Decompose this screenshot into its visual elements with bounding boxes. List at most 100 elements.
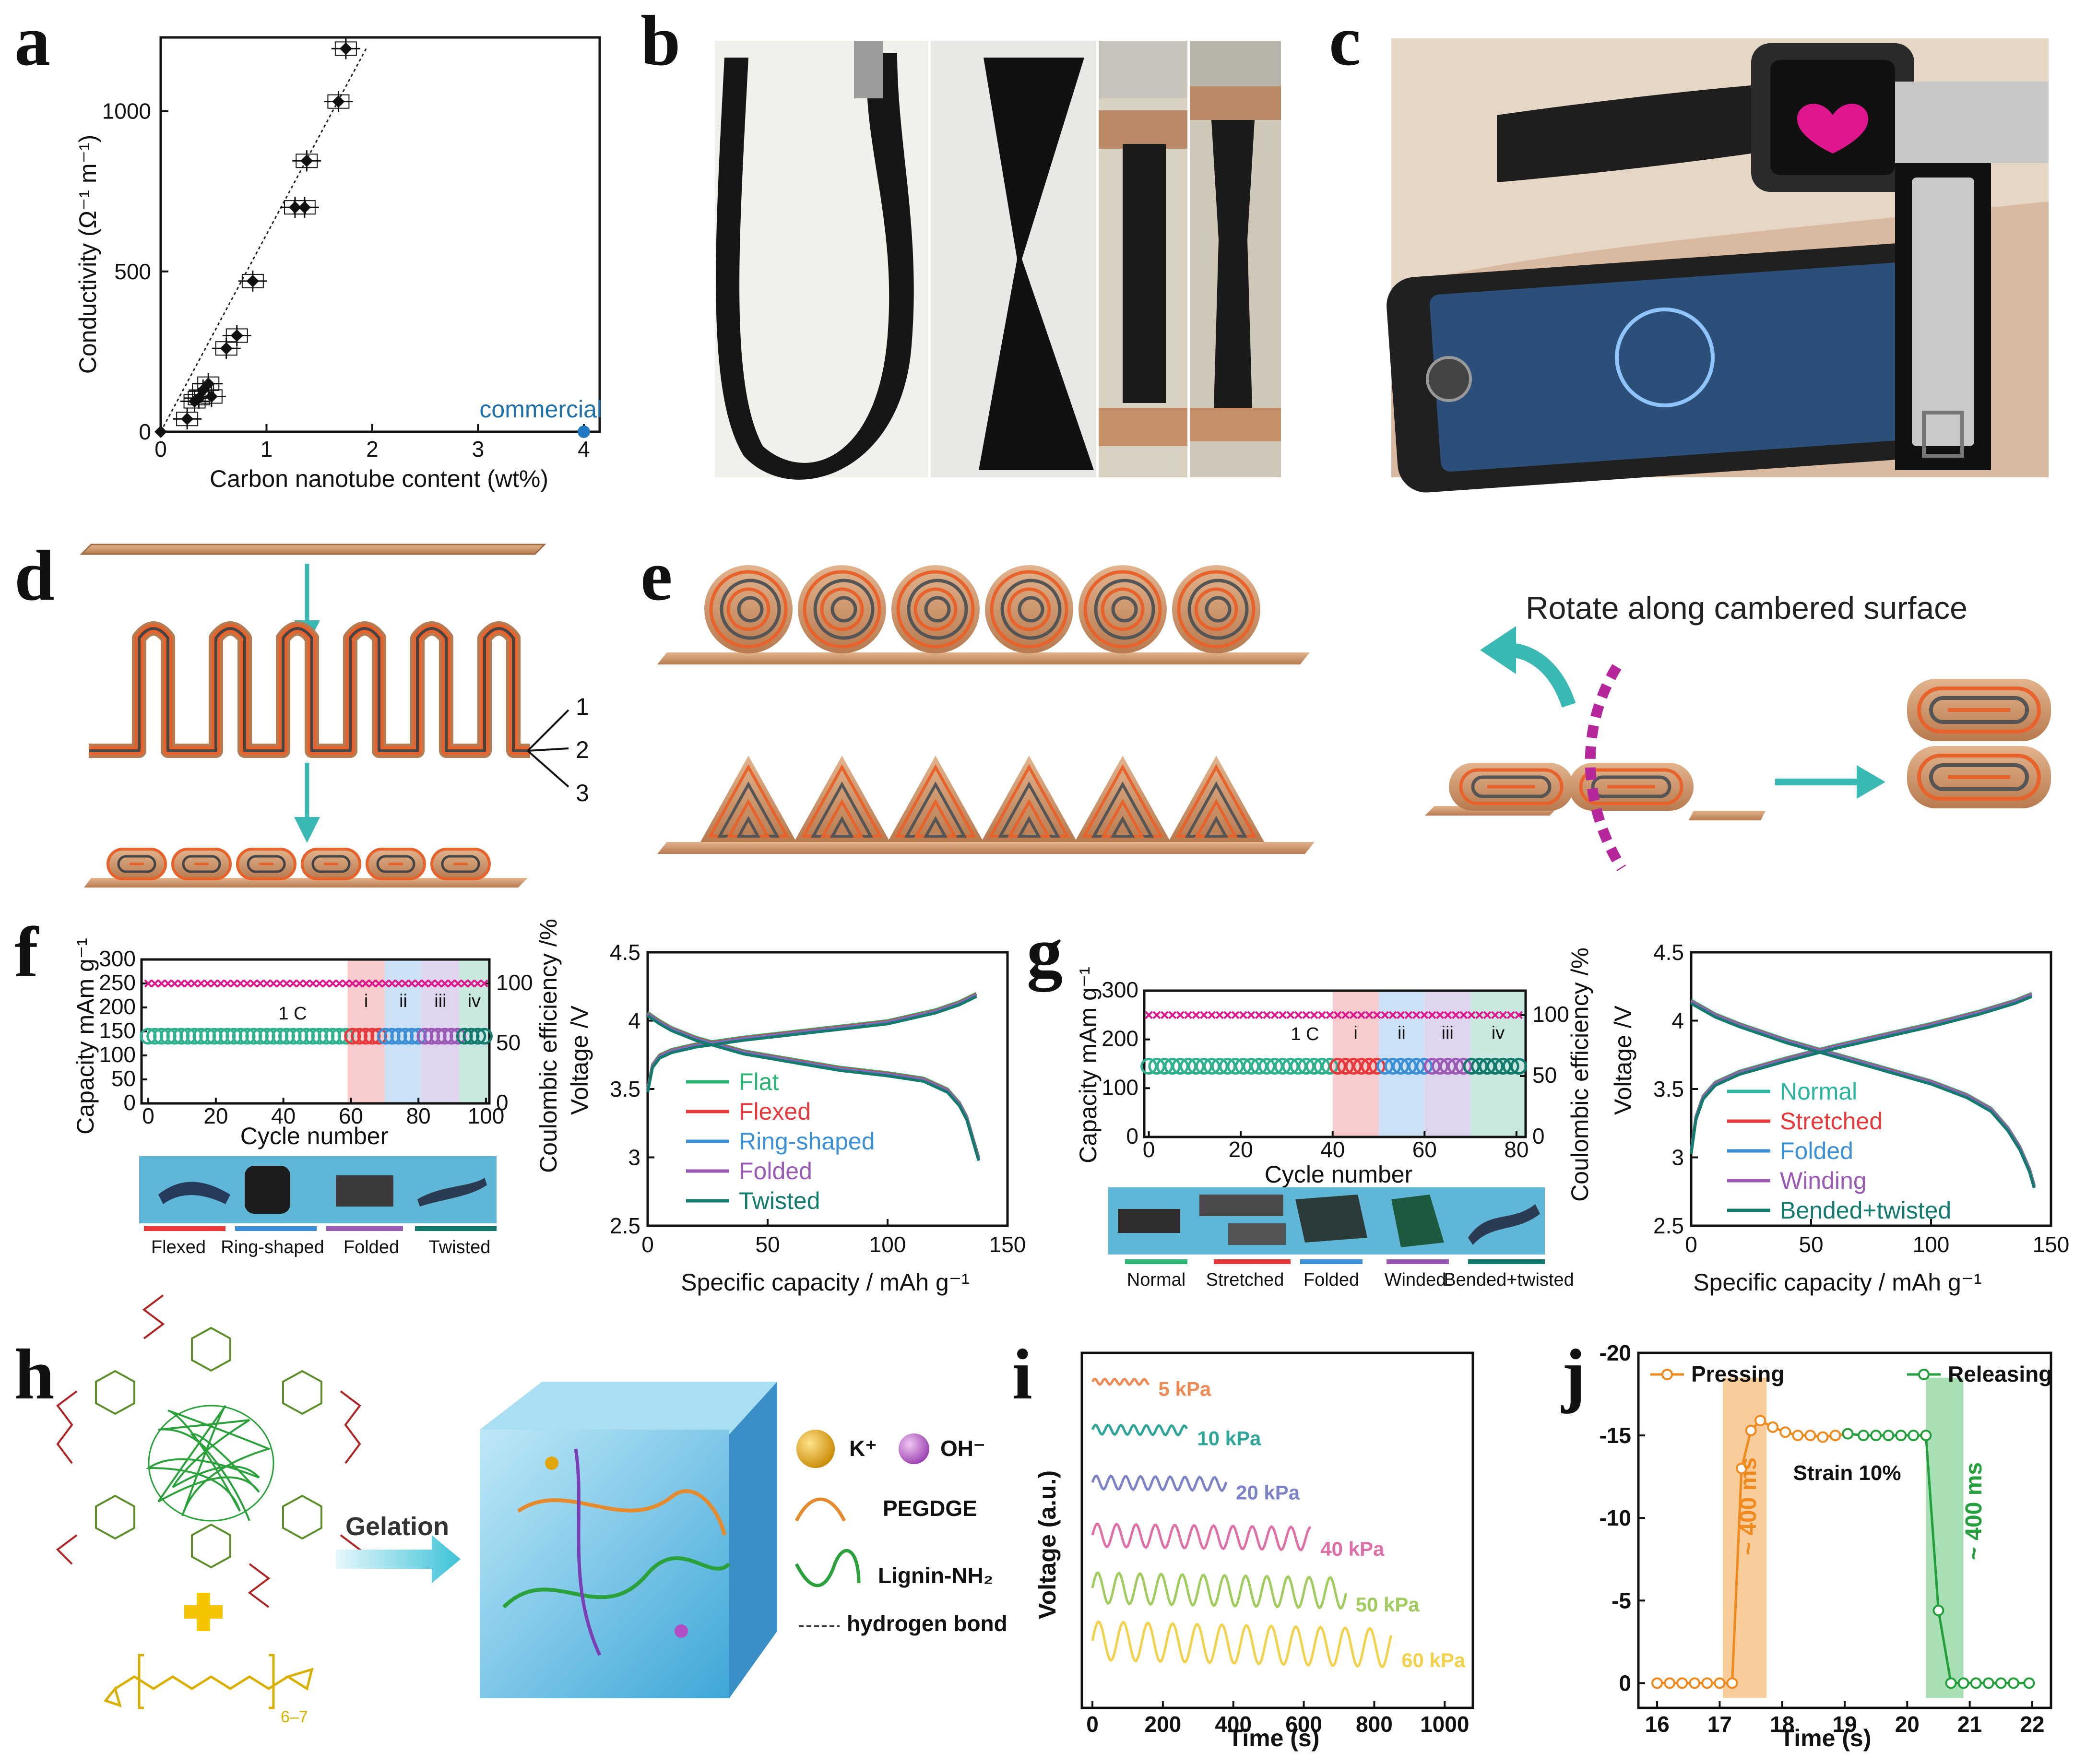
chart-a-errorbox	[197, 376, 220, 391]
chart-j-legend-label: Pressing	[1691, 1361, 1784, 1386]
chart-f1-capacity-point	[232, 1028, 249, 1045]
d-flat-spiral-inner	[376, 855, 415, 873]
chart-g1-capacity-point	[1148, 1058, 1165, 1075]
chart-i-trace	[1091, 1522, 1311, 1552]
chart-j-point	[1804, 1430, 1816, 1442]
chart-g1-efficiency-point	[1223, 1011, 1232, 1019]
chart-g2-legend-label: Stretched	[1780, 1108, 1883, 1135]
f-label-twisted: Twisted	[429, 1237, 491, 1257]
chart-f1-efficiency-point	[434, 979, 442, 988]
chart-f1-capacity-point	[443, 1028, 460, 1045]
chart-g1-capacity-point	[1463, 1058, 1480, 1075]
chart-j-point	[1945, 1677, 1957, 1689]
chart-f2-ytick-label: 3	[628, 1145, 640, 1170]
chart-g1-capacity-point	[1227, 1058, 1244, 1075]
chart-f1-capacity-point	[357, 1028, 374, 1045]
e-round-roll-ring	[813, 579, 875, 640]
chart-f1-ytick-label: 150	[99, 1018, 136, 1043]
chart-f1-ytick-label: 50	[111, 1066, 136, 1091]
gelation-label: Gelation	[345, 1512, 449, 1541]
chart-f1-capacity-point	[140, 1028, 157, 1045]
e-tri-ring	[830, 816, 854, 838]
chart-g1-efficiency-point	[1467, 1011, 1476, 1019]
chart-f1-capacity-point	[456, 1028, 473, 1045]
chart-f1-efficiency-point	[197, 979, 205, 988]
e-round-roll-ring	[720, 579, 781, 640]
chart-f1-efficiency-point	[361, 979, 370, 988]
chart-f1-capacity-point	[284, 1028, 302, 1045]
e-round-roll-ring	[830, 596, 857, 623]
chart-a-errorbox	[327, 94, 350, 109]
layer-label-3: 3	[576, 780, 589, 806]
chart-f1-efficiency-point	[480, 979, 488, 988]
chart-g1-capacity-point	[1195, 1058, 1212, 1075]
chart-j-point	[1779, 1426, 1791, 1438]
chart-f1-efficiency-point	[210, 979, 218, 988]
chart-g1-efficiency-point	[1145, 1011, 1153, 1019]
hydrogel-cube	[480, 1382, 777, 1698]
chart-f2-charge-curve	[646, 995, 977, 1093]
chart-g1-capacity-point	[1329, 1058, 1346, 1075]
chart-f1-efficiency-point	[177, 979, 186, 988]
panel-label-i: i	[1012, 1335, 1032, 1414]
chart-f1-capacity-point	[410, 1028, 427, 1045]
chart-g1-capacity-point	[1321, 1058, 1339, 1075]
chart-g2-xtick-label: 150	[2033, 1232, 2070, 1257]
chart-g1-capacity-point	[1234, 1058, 1252, 1075]
chart-g1-capacity-point	[1258, 1058, 1276, 1075]
chart-f1-efficiency-point	[276, 979, 284, 988]
chart-i-xlabel: Time (s)	[1228, 1725, 1320, 1752]
chart-i-xtick-label: 400	[1215, 1712, 1252, 1737]
h-legend-k: K⁺	[849, 1436, 877, 1461]
h-legend-pegdge: PEGDGE	[883, 1496, 977, 1521]
chart-f2-legend-label: Flat	[739, 1068, 779, 1095]
chart-a-errorbox	[225, 328, 248, 343]
g-label-normal: Normal	[1127, 1270, 1185, 1290]
chart-f1-segment-label: ii	[399, 991, 407, 1011]
chart-f2-xtick-label: 100	[869, 1232, 906, 1257]
chart-f-rate-label: 1 C	[278, 1004, 307, 1024]
chart-f1-efficiency-point	[335, 979, 344, 988]
chart-g1-capacity-point	[1187, 1058, 1205, 1075]
chart-a-point	[300, 154, 313, 167]
chart-f1-efficiency-point	[368, 979, 377, 988]
chart-f1-efficiency-point	[394, 979, 403, 988]
chart-a-errorbox	[241, 273, 264, 288]
chart-g1-ytick-label: 300	[1102, 977, 1138, 1002]
chart-j-point	[1651, 1677, 1663, 1689]
chart-j-point	[1970, 1677, 1982, 1689]
chart-a-point	[154, 426, 167, 438]
chart-j-annotation-press: ~ 400 ms	[1736, 1457, 1761, 1555]
chart-j-point	[1676, 1677, 1688, 1689]
e-round-roll-ring	[924, 596, 951, 623]
chart-j-point	[1829, 1430, 1841, 1442]
chart-g1-efficiency-point	[1397, 1011, 1405, 1019]
chart-f1-capacity-point	[252, 1028, 269, 1045]
chart-a-errorbox	[183, 394, 206, 409]
chart-g1-efficiency-point	[1357, 1011, 1365, 1019]
chart-f1-efficiency-point	[342, 979, 350, 988]
chart-g1-capacity-point	[1439, 1058, 1457, 1075]
chart-f1-efficiency-point	[407, 979, 416, 988]
chart-g1-efficiency-point	[1326, 1011, 1334, 1019]
chart-f1-efficiency-point	[243, 979, 251, 988]
layer-label-1: 1	[576, 693, 589, 720]
chart-g1-efficiency-point	[1381, 1011, 1389, 1019]
chart-a-point	[181, 413, 194, 426]
chart-j-point	[1870, 1430, 1882, 1442]
chart-g1-efficiency-point	[1255, 1011, 1263, 1019]
chart-f1-efficiency-point	[427, 979, 436, 988]
chart-j-point	[2007, 1677, 2019, 1689]
chart-g1-efficiency-point	[1404, 1011, 1413, 1019]
chart-g1-capacity-point	[1447, 1058, 1464, 1075]
chart-g1-capacity-point	[1313, 1058, 1330, 1075]
e-round-roll-ring	[1018, 596, 1044, 623]
chart-g1-efficiency-point	[1176, 1011, 1185, 1019]
e-round-roll-ring	[1187, 579, 1249, 640]
chart-f1-capacity-point	[436, 1028, 453, 1045]
chart-j-point	[1932, 1604, 1944, 1616]
chart-f1-efficiency-point	[421, 979, 429, 988]
chart-a-errorbox	[293, 200, 316, 215]
e-round-roll-ring	[1205, 596, 1232, 623]
